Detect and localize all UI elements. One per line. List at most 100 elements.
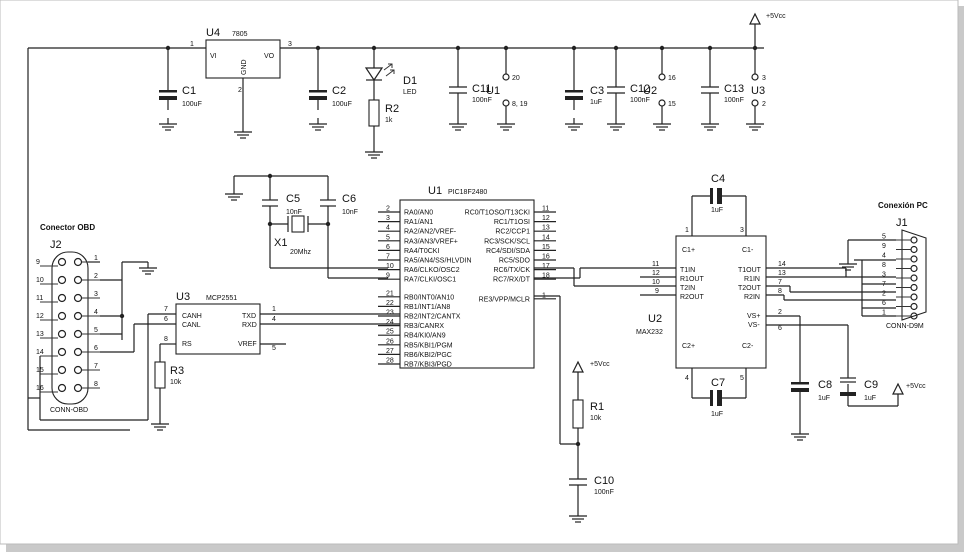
pic-pin-number: 24 (386, 319, 394, 326)
obd-pin-number: 9 (36, 259, 40, 266)
obd-pin-number: 10 (36, 277, 44, 284)
pic-pin-label: RA7/CLKI/OSC1 (404, 277, 456, 284)
pic-pin-label: RA2/AN2/VREF- (404, 229, 457, 236)
c11-value: 100nF (472, 97, 492, 104)
c4-ref: C4 (711, 173, 725, 185)
u3-power-ref: U3 (751, 85, 765, 97)
mcp-canl: CANL (182, 322, 201, 329)
max-vsp: VS+ (747, 313, 760, 320)
pic-pin-number: 10 (386, 263, 394, 270)
max-r2out: R2OUT (680, 294, 704, 301)
obd-pin-number: 6 (94, 345, 98, 352)
pic-pin-label: RA6/CLKO/OSC2 (404, 267, 460, 274)
crystal-x1 (291, 215, 305, 233)
mcp-body (175, 303, 261, 355)
vcc-symbol-top (749, 12, 761, 48)
regulator-ref: U4 (206, 27, 220, 39)
mcp-txd: TXD (242, 313, 256, 320)
u3-vdd-pin: 3 (762, 75, 766, 82)
pic-pin-number: 2 (386, 206, 390, 213)
c3-ref: C3 (590, 85, 604, 97)
c7-value: 1uF (711, 411, 723, 418)
pic-pin-number: 17 (542, 263, 550, 270)
c13-value: 100nF (724, 97, 744, 104)
max-body (675, 235, 767, 369)
pic-pin-number: 18 (542, 273, 550, 280)
obd-connector: Conector OBD J2 91011121314151612345678 … (28, 223, 158, 421)
r2-ref: R2 (385, 103, 399, 115)
u1-power-ref: U1 (486, 85, 500, 97)
c8-ref: C8 (818, 379, 832, 391)
c9-ref: C9 (864, 379, 878, 391)
led-d1 (364, 67, 384, 82)
c8-value: 1uF (818, 395, 830, 402)
max-pin-t2in: 10 (652, 279, 660, 286)
db9-ref: J1 (896, 217, 908, 229)
pic-ref: U1 (428, 185, 442, 197)
db9-pin-number: 1 (882, 310, 886, 317)
obd-pin-hole (73, 383, 83, 393)
pic-pin-label: RA3/AN3/VREF+ (404, 238, 458, 245)
pic-pin-label: RA1/AN1 (404, 219, 433, 226)
r1-value: 10k (590, 415, 602, 422)
pic-pin-number: 5 (386, 234, 390, 241)
obd-pin-hole (73, 275, 83, 285)
obd-pin-hole (73, 365, 83, 375)
pic-pin-number: 23 (386, 310, 394, 317)
obd-pin-hole (57, 347, 67, 357)
regulator-gnd: GND (241, 59, 248, 75)
pic-pin-label: RC7/RX/DT (493, 277, 531, 284)
pic-pin-number: 22 (386, 300, 394, 307)
pic-body (399, 199, 535, 369)
c1-value: 100uF (182, 101, 202, 108)
max-pin-r1in: 13 (778, 270, 786, 277)
mcp-canh: CANH (182, 313, 202, 320)
pic-pin-number: 13 (542, 225, 550, 232)
regulator-part: 7805 (232, 31, 248, 38)
pic-pin-label: RC5/SDO (499, 258, 531, 265)
max-pin-vsm: 6 (778, 325, 782, 332)
pic-pin-number: 4 (386, 225, 390, 232)
mcp-ref: U3 (176, 291, 190, 303)
max-ref: U2 (648, 313, 662, 325)
obd-pin-hole (57, 293, 67, 303)
db9-title: Conexión PC (878, 201, 928, 210)
u1-vdd-pin: 20 (512, 75, 520, 82)
max-c2m: C2- (742, 343, 754, 350)
obd-title: Conector OBD (40, 223, 95, 232)
pic-pin-number: 11 (542, 206, 549, 213)
mcp-rs: RS (182, 341, 192, 348)
reset-section: +5Vcc R1 10k C10 100nF (534, 295, 614, 523)
obd-pin-hole (73, 293, 83, 303)
c10-ref: C10 (594, 475, 614, 487)
max-part: MAX232 (636, 329, 663, 336)
pic-pin-number: 9 (386, 273, 390, 280)
c6-value: 10nF (342, 209, 358, 216)
mcp-vref: VREF (238, 341, 257, 348)
pic-pin-label: RB6/KBI2/PGC (404, 352, 452, 359)
max-c1m: C1- (742, 247, 754, 254)
obd-pin-number: 11 (36, 295, 43, 302)
max-r1out: R1OUT (680, 276, 704, 283)
r2-value: 1k (385, 117, 393, 124)
mcp-pin-rs: 8 (164, 336, 168, 343)
pic-pin-label: RA0/AN0 (404, 210, 433, 217)
obd-pin-number: 4 (94, 309, 98, 316)
rs232-transceiver: U2 MAX232 C1+ C1- T1IN R1OUT T2IN R2OUT … (534, 173, 926, 441)
max-c2p: C2+ (682, 343, 695, 350)
obd-part: CONN-OBD (50, 407, 88, 414)
regulator-body (205, 39, 281, 79)
obd-pin-number: 5 (94, 327, 98, 334)
c13-ref: C13 (724, 83, 744, 95)
obd-pin-number: 12 (36, 313, 44, 320)
max-pin-r2out: 9 (655, 288, 659, 295)
pic-pin-label: RB3/CANRX (404, 323, 444, 330)
mcp-pin-canh: 7 (164, 306, 168, 313)
r3-value: 10k (170, 379, 182, 386)
obd-pin-hole (57, 383, 67, 393)
obd-pin-hole (73, 311, 83, 321)
x1-value: 20Mhz (290, 249, 312, 256)
pic-pin-label: RA5/AN4/SS/HLVDIN (404, 258, 472, 265)
max-r2in: R2IN (744, 294, 760, 301)
